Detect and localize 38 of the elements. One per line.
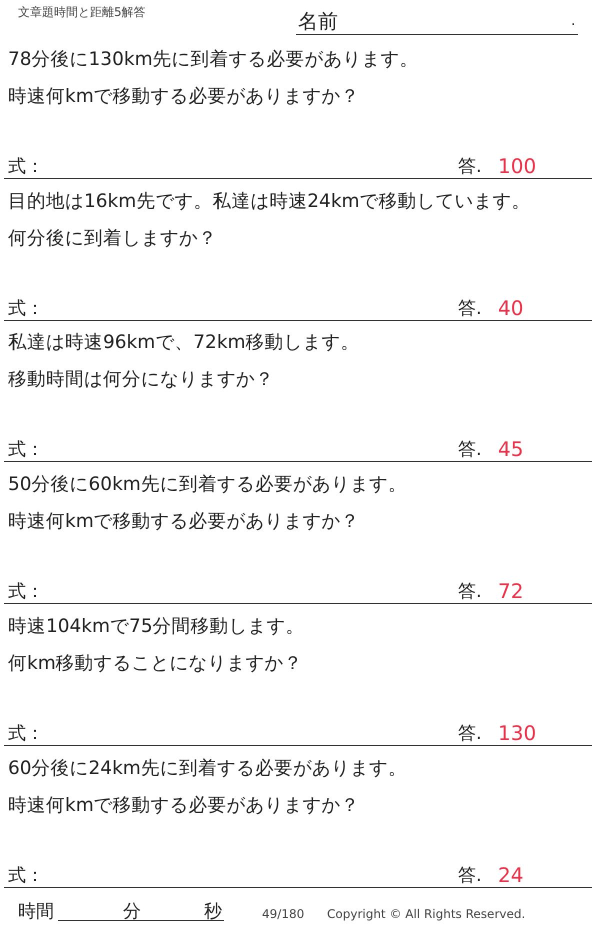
unit-label: 秒 <box>204 902 222 922</box>
answer-value: 72 <box>498 580 524 602</box>
answer-value: 45 <box>498 438 524 460</box>
question-text: 60分後に24km先に到着する必要があります。 <box>8 758 407 779</box>
question-text: 私達は時速96kmで、72km移動します。 <box>8 333 360 354</box>
answer-label: 答. <box>458 157 482 177</box>
field-label: 時間 <box>18 902 54 922</box>
question-text: 何分後に到着しますか？ <box>8 228 217 250</box>
question-text: 何km移動することになりますか？ <box>8 654 303 674</box>
copyright-text: Copyright © All Rights Reserved. <box>327 908 526 922</box>
answer-value: 24 <box>498 864 524 886</box>
question-text: 時速何kmで移動する必要がありますか？ <box>8 512 360 532</box>
formula-label: 式： <box>8 866 44 886</box>
answer-label: 答. <box>458 298 482 318</box>
page-number: 49/180 <box>262 908 304 922</box>
answer-value: 100 <box>498 155 536 177</box>
formula-label: 式： <box>8 440 44 460</box>
answer-value: 130 <box>498 722 536 744</box>
question-text: 時速何kmで移動する必要がありますか？ <box>8 87 360 108</box>
worksheet-title: 文章題時間と距離5解答 <box>18 6 146 20</box>
formula-label: 式： <box>8 157 44 177</box>
answer-label: 答. <box>458 724 482 744</box>
answer-value: 40 <box>498 296 524 319</box>
answer-label: 答. <box>458 582 482 602</box>
answer-label: 答. <box>458 440 482 460</box>
question-text: 78分後に130km先に到着する必要があります。 <box>8 50 419 70</box>
field-label: 名前 <box>298 10 338 32</box>
question-text: 時速何kmで移動する必要がありますか？ <box>8 796 360 816</box>
unit-label: 分 <box>123 902 141 922</box>
formula-label: 式： <box>8 724 44 744</box>
period-mark: . <box>571 14 576 30</box>
question-text: 時速104kmで75分間移動します。 <box>8 616 305 638</box>
question-text: 目的地は16km先です。私達は時速24kmで移動しています。 <box>8 192 531 212</box>
formula-label: 式： <box>8 298 44 318</box>
answer-label: 答. <box>458 866 482 886</box>
question-text: 移動時間は何分になりますか？ <box>8 370 274 391</box>
question-text: 50分後に60km先に到着する必要があります。 <box>8 475 407 496</box>
formula-label: 式： <box>8 582 44 602</box>
